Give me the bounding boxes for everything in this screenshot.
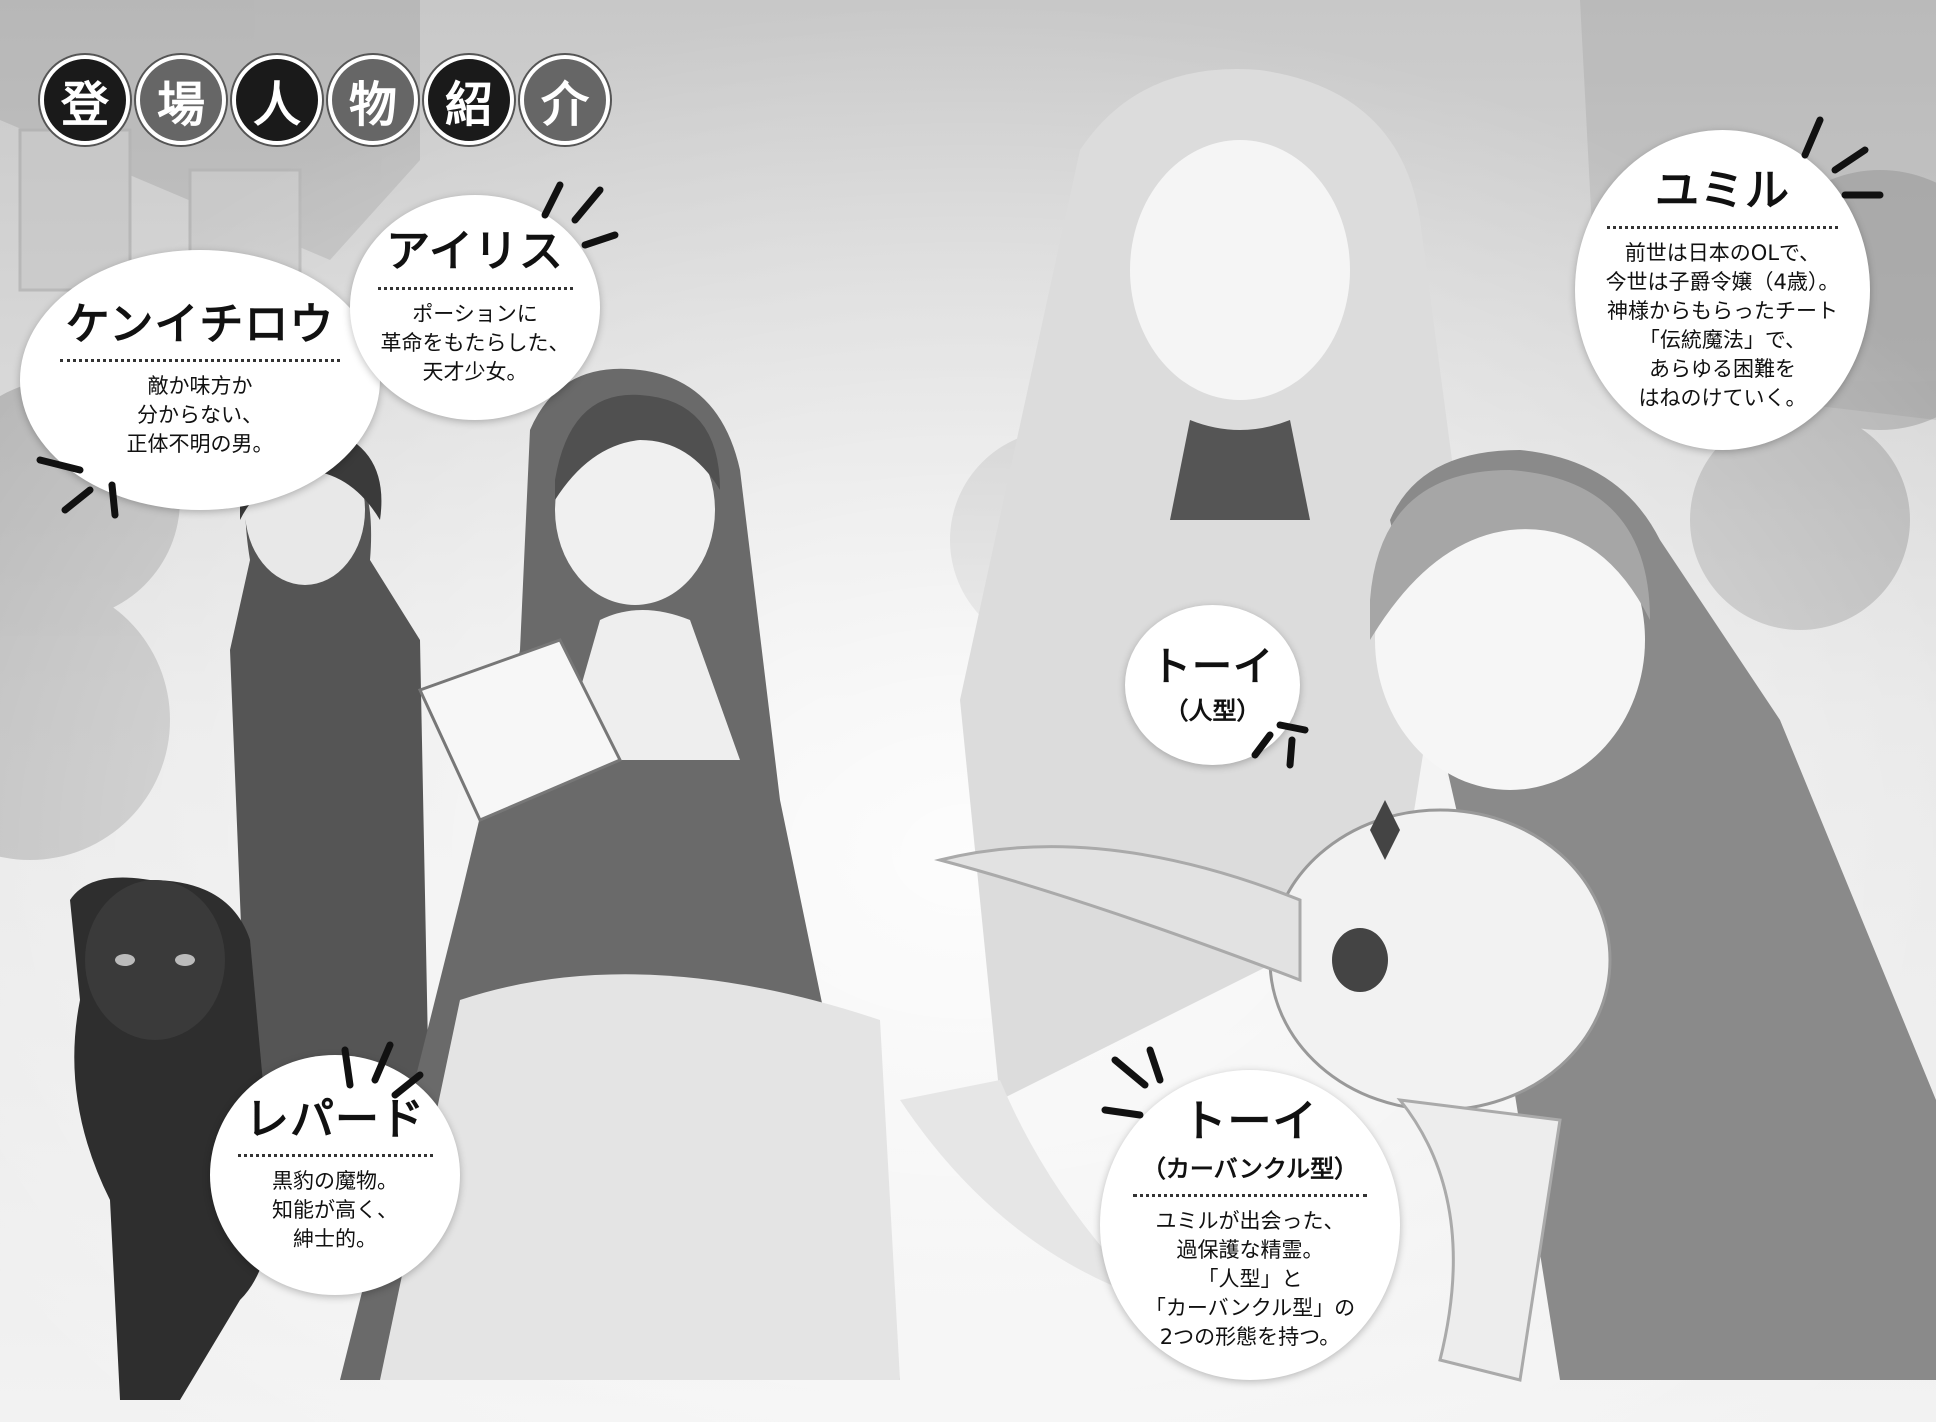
- divider: [1607, 225, 1838, 229]
- name-kenichirou: ケンイチロウ: [65, 298, 335, 350]
- title-char-3: 人: [232, 55, 322, 145]
- form-toi-human: （人型）: [1164, 696, 1261, 725]
- leopard-figure: [70, 877, 272, 1400]
- divider: [59, 359, 341, 363]
- iris-figure: [340, 368, 900, 1380]
- carbuncle-figure: [900, 800, 1612, 1382]
- title-char-2: 場: [136, 55, 226, 145]
- bubble-toi-carbuncle: トーイ （カーバンクル型） ユミルが出会った、 過保護な精霊。 「人型」と 「カ…: [1100, 1070, 1400, 1380]
- bubble-kenichirou: ケンイチロウ 敵か味方か 分からない、 正体不明の男。: [20, 250, 380, 510]
- name-leopard: レパード: [245, 1093, 425, 1145]
- desc-kenichirou: 敵か味方か 分からない、 正体不明の男。: [126, 374, 274, 457]
- title-char-4: 物: [328, 55, 418, 145]
- divider: [377, 286, 573, 290]
- bubble-yumil: ユミル 前世は日本のOLで、 今世は子爵令嬢（4歳）。 神様からもらったチート …: [1575, 130, 1870, 450]
- name-iris: アイリス: [386, 226, 564, 278]
- desc-iris: ポーションに 革命をもたらした、 天才少女。: [380, 301, 570, 384]
- desc-yumil: 前世は日本のOLで、 今世は子爵令嬢（4歳）。 神様からもらったチート 「伝統魔…: [1605, 240, 1840, 410]
- name-yumil: ユミル: [1655, 165, 1790, 217]
- title-char-1: 登: [40, 55, 130, 145]
- divider: [237, 1154, 433, 1158]
- desc-leopard: 黒豹の魔物。 知能が高く、 紳士的。: [272, 1169, 398, 1252]
- divider: [1133, 1193, 1367, 1197]
- bubble-iris: アイリス ポーションに 革命をもたらした、 天才少女。: [350, 195, 600, 420]
- name-toi-carbuncle: トーイ: [1182, 1096, 1318, 1148]
- title-char-6: 介: [520, 55, 610, 145]
- title-char-5: 紹: [424, 55, 514, 145]
- bubble-leopard: レパード 黒豹の魔物。 知能が高く、 紳士的。: [210, 1055, 460, 1295]
- name-toi-human: トーイ: [1151, 643, 1274, 690]
- bubble-toi-human: トーイ （人型）: [1125, 605, 1300, 765]
- title-badges: 登 場 人 物 紹 介: [40, 55, 616, 145]
- desc-toi-carbuncle: ユミルが出会った、 過保護な精霊。 「人型」と 「カーバンクル型」の 2つの形態…: [1144, 1208, 1356, 1349]
- form-toi-carbuncle: （カーバンクル型）: [1141, 1154, 1359, 1183]
